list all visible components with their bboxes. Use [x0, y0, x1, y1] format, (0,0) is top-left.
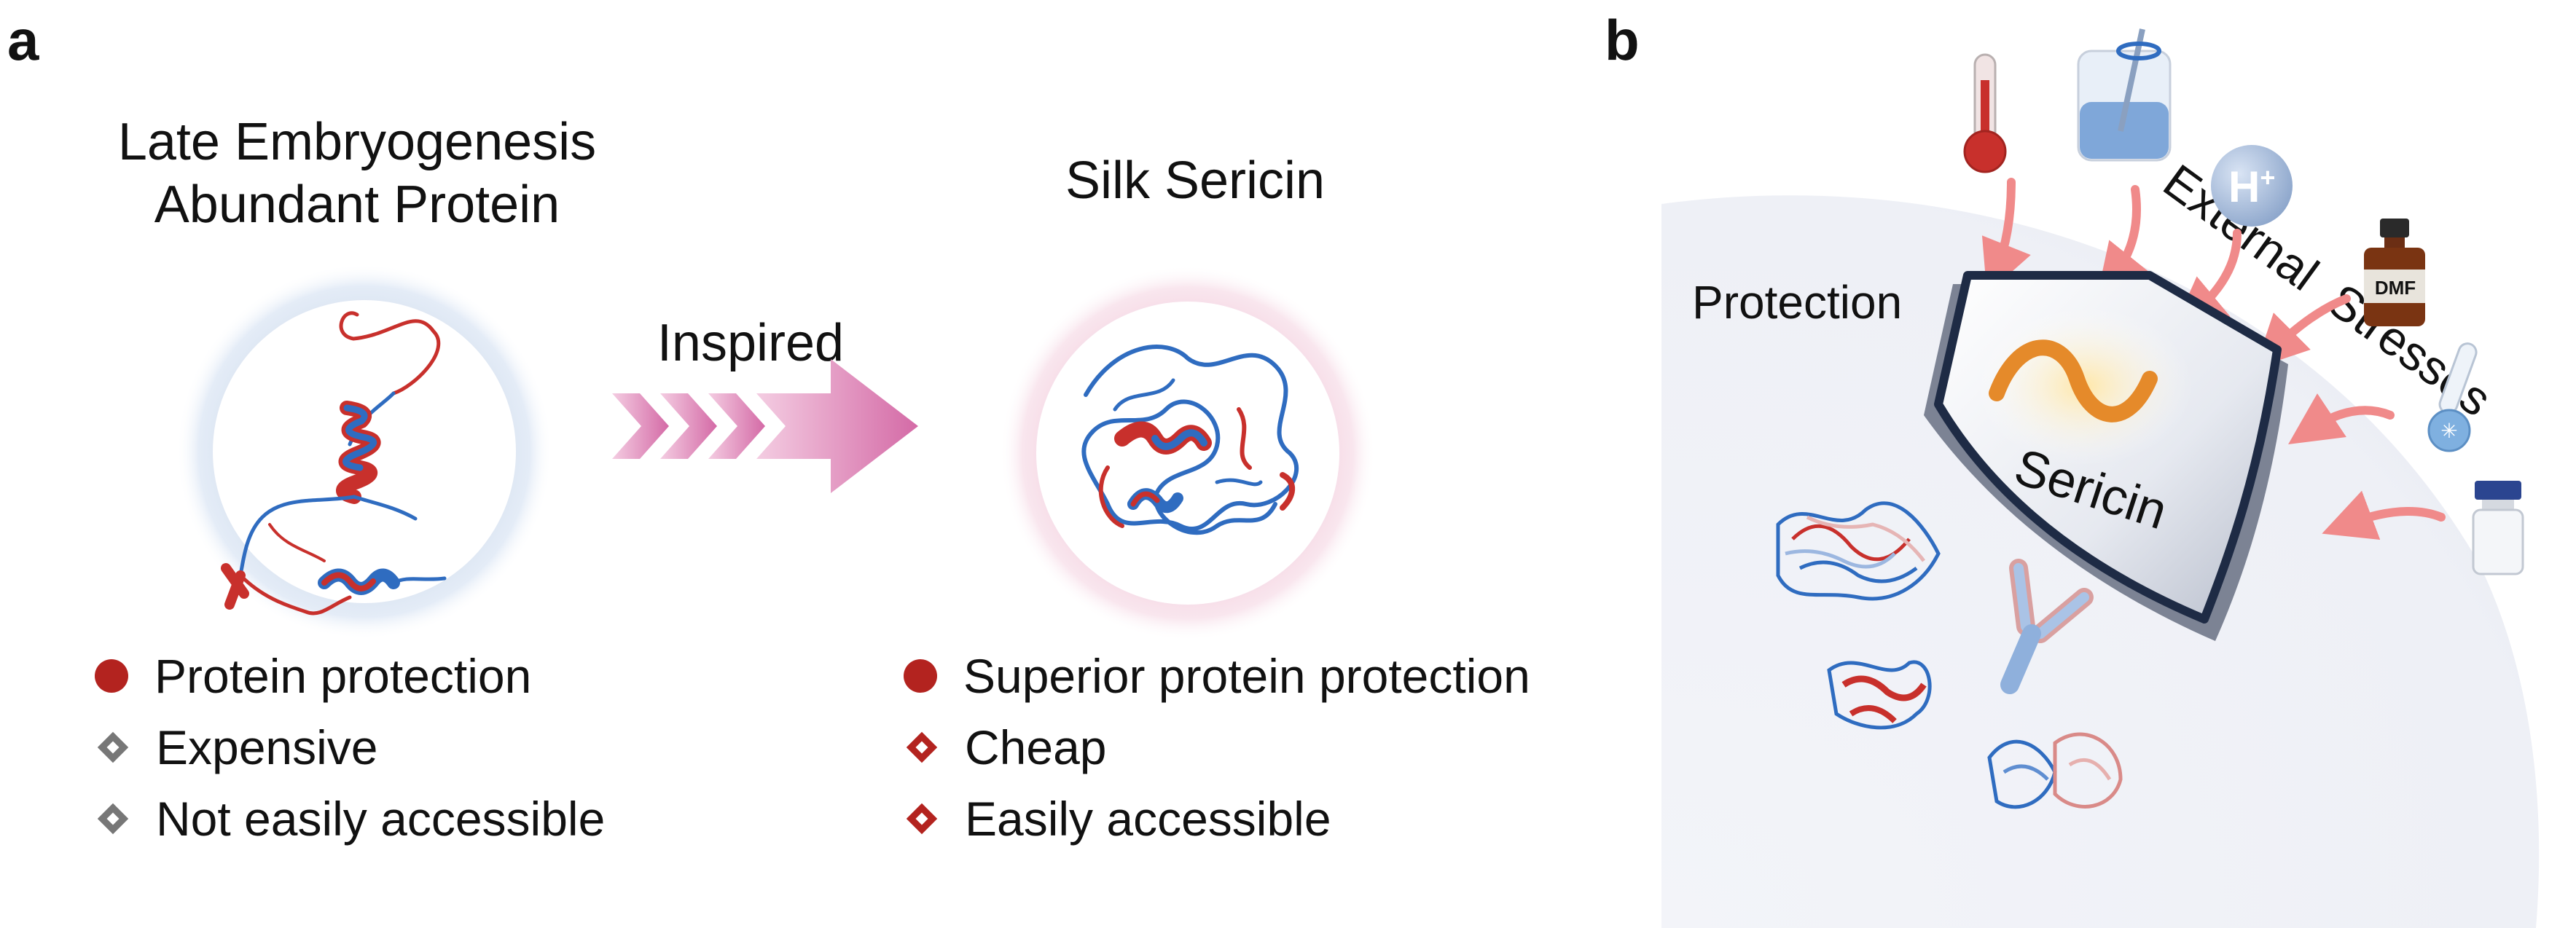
- proton-label: H+: [2228, 162, 2275, 212]
- chevron-1: [612, 393, 669, 459]
- bullet-diamond-icon: [97, 731, 129, 763]
- svg-text:✳: ✳: [2440, 419, 2457, 443]
- left-title-line-2: Abundant Protein: [154, 176, 560, 234]
- protein-complex-1: [1776, 501, 1941, 601]
- bullet-diamond-icon: [906, 731, 938, 763]
- right-bullet-cheap: Cheap: [904, 720, 1107, 775]
- panel-label-b: b: [1605, 8, 1640, 72]
- dmf-label: DMF: [2374, 277, 2416, 299]
- inspired-label: Inspired: [657, 314, 845, 372]
- right-bullet-text-1: Superior protein protection: [963, 649, 1530, 703]
- right-bullet-protection: Superior protein protection: [904, 648, 1530, 704]
- bullet-dot-icon: [904, 659, 937, 693]
- lea-protein-figure: [176, 264, 552, 640]
- stress-arrow-heat: [1981, 178, 2031, 294]
- lea-ribbon: [221, 311, 447, 616]
- sericin-protein-figure: [1000, 265, 1376, 641]
- arrow-head: [756, 359, 918, 493]
- chevron-2: [660, 393, 717, 459]
- right-bullet-text-2: Cheap: [965, 720, 1107, 774]
- bullet-diamond-icon: [906, 803, 938, 835]
- dmf-bottle-icon: [2364, 219, 2425, 326]
- left-bullet-accessibility: Not easily accessible: [95, 791, 605, 846]
- right-bullet-accessibility: Easily accessible: [904, 791, 1331, 846]
- protection-label: Protection: [1692, 276, 1903, 329]
- proton-plus-text: +: [2260, 162, 2276, 192]
- left-bullet-expensive: Expensive: [95, 720, 378, 775]
- hot-thermometer-icon: [1963, 53, 2007, 173]
- stress-arrow-shear: [2097, 185, 2150, 298]
- vial-icon: [2472, 481, 2524, 575]
- proton-h-text: H: [2228, 162, 2260, 211]
- left-protein-title: Late Embryogenesis Abundant Protein: [44, 111, 670, 236]
- chevron-3: [708, 393, 765, 459]
- left-bullet-text-3: Not easily accessible: [156, 792, 606, 846]
- left-bullet-text-1: Protein protection: [154, 649, 532, 703]
- cold-thermometer-icon: ✳: [2427, 342, 2478, 452]
- left-bullet-protection: Protein protection: [95, 648, 531, 704]
- stress-arrow-storage: [2322, 490, 2446, 540]
- sericin-circle-bg: [1036, 302, 1339, 605]
- left-title-line-1: Late Embryogenesis: [117, 113, 597, 171]
- inspired-arrow: [612, 359, 918, 493]
- sericin-shield: [1924, 271, 2288, 641]
- protein-complex-2: [1827, 660, 1932, 730]
- proton-icon: [2211, 145, 2293, 227]
- bullet-dot-icon: [95, 659, 128, 693]
- stress-arrow-solvent: [2255, 294, 2351, 369]
- stirring-beaker-icon: [2077, 28, 2172, 162]
- right-protein-title: Silk Sericin: [1065, 152, 1326, 210]
- stress-arrows: [1981, 178, 2446, 540]
- sericin-chain: [1989, 339, 2158, 422]
- panel-label-a: a: [7, 8, 39, 72]
- antibody-icon: [2000, 559, 2094, 694]
- protein-complex-3: [1987, 732, 2123, 809]
- bullet-diamond-icon: [97, 803, 129, 835]
- right-bullet-text-3: Easily accessible: [965, 792, 1331, 846]
- left-bullet-text-2: Expensive: [156, 720, 378, 774]
- stress-arrow-cold: [2288, 393, 2395, 444]
- sericin-ribbon: [1081, 345, 1299, 535]
